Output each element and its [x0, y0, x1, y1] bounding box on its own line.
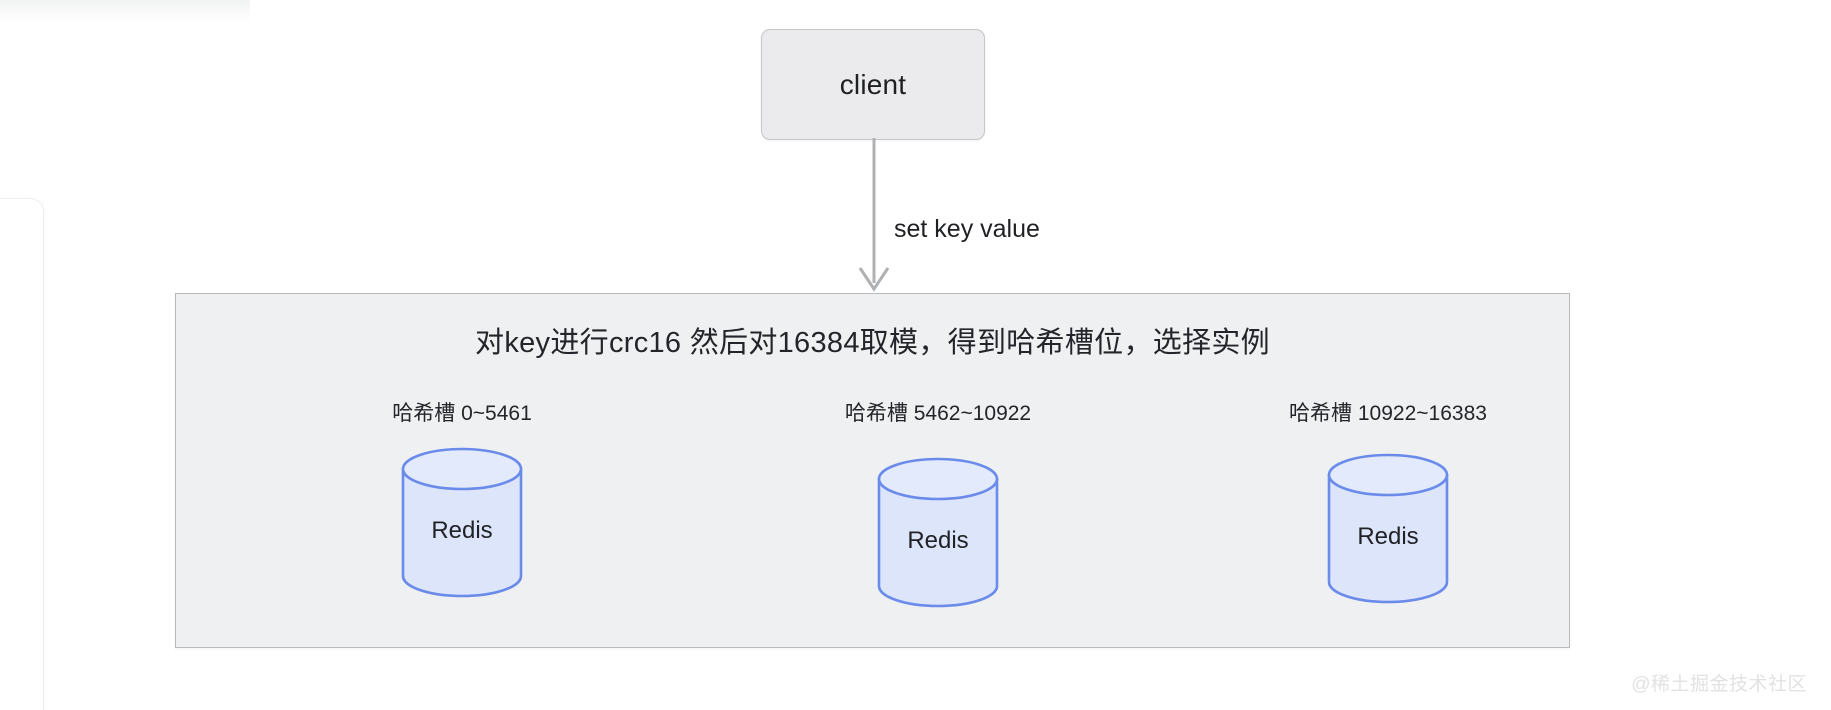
redis-node-3[interactable]: 哈希槽 10922~16383 Redis	[1258, 397, 1518, 604]
hash-slot-label-3: 哈希槽 10922~16383	[1289, 402, 1487, 425]
client-node-label: client	[839, 68, 907, 100]
page-top-band	[0, 0, 250, 22]
redis-node-3-shape: Redis	[1258, 447, 1518, 604]
database-cylinder-icon: Redis	[400, 447, 524, 598]
redis-node-2[interactable]: 哈希槽 5462~10922 Redis	[808, 397, 1068, 608]
redis-node-2-shape: Redis	[808, 447, 1068, 608]
redis-cluster-container: 对key进行crc16 然后对16384取模，得到哈希槽位，选择实例 哈希槽 0…	[175, 293, 1570, 648]
redis-node-1[interactable]: 哈希槽 0~5461 Redis	[332, 397, 592, 598]
hash-slot-label-1: 哈希槽 0~5461	[392, 402, 532, 425]
hash-slot-label-2: 哈希槽 5462~10922	[844, 402, 1032, 425]
arrow-label-set-key-value: set key value	[894, 215, 1040, 243]
database-cylinder-icon: Redis	[1326, 453, 1450, 604]
redis-node-1-shape: Redis	[332, 447, 592, 598]
left-panel-edge	[0, 198, 44, 710]
client-node[interactable]: client	[761, 29, 985, 140]
watermark: @稀土掘金技术社区	[1631, 674, 1807, 695]
database-cylinder-icon: Redis	[876, 457, 1000, 608]
arrow-down-icon	[848, 138, 900, 296]
cluster-title: 对key进行crc16 然后对16384取模，得到哈希槽位，选择实例	[475, 327, 1270, 359]
